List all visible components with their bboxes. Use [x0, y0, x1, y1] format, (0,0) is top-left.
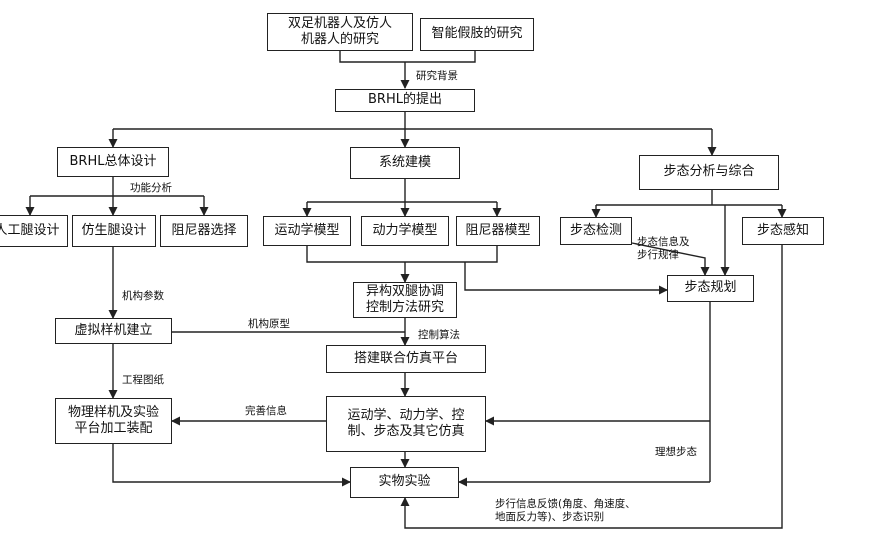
node-dynamics-model: 动力学模型 — [361, 216, 449, 246]
node-damper-selection: 阻尼器选择 — [160, 215, 248, 247]
arrow-models-to-planning — [464, 262, 668, 295]
node-physical-prototype: 物理样机及实验 平台加工装配 — [55, 398, 172, 444]
label-ideal-gait: 理想步态 — [655, 446, 697, 458]
node-overall-design: BRHL总体设计 — [57, 147, 169, 177]
label-mechanism-prototype: 机构原型 — [248, 318, 290, 330]
label-research-background: 研究背景 — [416, 70, 458, 82]
node-system-modeling: 系统建模 — [350, 147, 460, 179]
node-cosim-platform: 搭建联合仿真平台 — [326, 345, 486, 373]
node-prosthesis-research: 智能假肢的研究 — [420, 18, 534, 51]
node-biped-research: 双足机器人及仿人 机器人的研究 — [267, 13, 413, 51]
arrow-physical-to-experiment — [112, 444, 351, 487]
node-gait-analysis: 步态分析与综合 — [639, 155, 779, 190]
node-bionic-leg-design: 仿生腿设计 — [72, 215, 156, 247]
node-virtual-prototype: 虚拟样机建立 — [55, 318, 172, 344]
label-engineering-drawing: 工程图纸 — [122, 374, 164, 386]
node-gait-planning: 步态规划 — [667, 275, 754, 302]
arrow-feedback-loop — [400, 245, 783, 529]
label-improvement-info: 完善信息 — [245, 405, 287, 417]
label-walking-feedback: 步行信息反馈(角度、角速度、 地面反力等)、步态识别 — [495, 498, 636, 524]
arrow-detection-to-planning — [631, 242, 710, 276]
node-brhl-proposal: BRHL的提出 — [335, 89, 475, 112]
node-coordination-research: 异构双腿协调 控制方法研究 — [353, 282, 457, 318]
label-mechanism-params: 机构参数 — [122, 290, 164, 302]
label-control-algorithm: 控制算法 — [418, 329, 460, 341]
node-damper-model: 阻尼器模型 — [456, 216, 540, 246]
node-simulation: 运动学、动力学、控 制、步态及其它仿真 — [326, 396, 486, 452]
node-kinematics-model: 运动学模型 — [263, 216, 351, 246]
connector-models-merge — [306, 246, 498, 263]
node-gait-detection: 步态检测 — [560, 217, 632, 245]
connector-research-merge — [339, 51, 476, 63]
label-functional-analysis: 功能分析 — [130, 182, 172, 194]
node-gait-sensing: 步态感知 — [742, 217, 824, 245]
node-artificial-leg-design: 人工腿设计 — [0, 215, 68, 247]
node-experiment: 实物实验 — [350, 467, 459, 498]
label-gait-info: 步态信息及 步行规律 — [637, 236, 690, 262]
